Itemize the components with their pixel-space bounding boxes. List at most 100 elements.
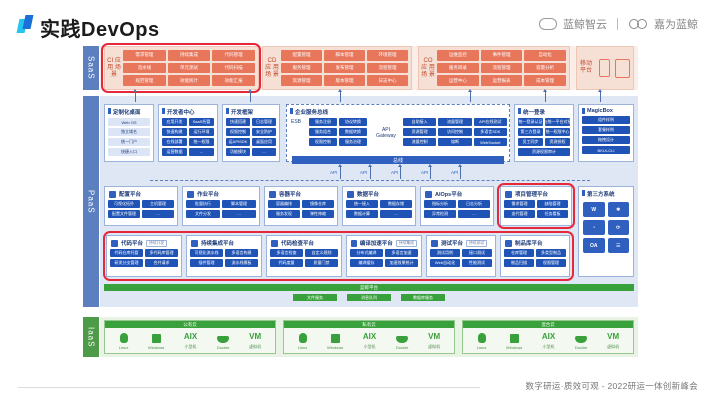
platform-item[interactable]: 质量门禁 bbox=[305, 259, 338, 267]
platform-item[interactable]: 迭代管理 bbox=[504, 210, 535, 218]
saas-item[interactable]: 规范管理 bbox=[123, 75, 166, 86]
gateway-item[interactable]: 流量管理 bbox=[438, 118, 472, 126]
saas-item[interactable]: 服务目录 bbox=[437, 62, 479, 74]
framework-item[interactable]: 功能模块 bbox=[226, 148, 250, 156]
devcenter-item[interactable]: 统一权限 bbox=[189, 138, 214, 146]
chat-icon[interactable]: ◔ bbox=[583, 220, 605, 235]
saas-item[interactable]: 流程管理 bbox=[480, 62, 523, 74]
saas-item[interactable]: 版本管理 bbox=[324, 75, 365, 86]
saas-item[interactable]: 单元测试 bbox=[167, 62, 211, 74]
platform-item[interactable]: 性能测试 bbox=[462, 259, 492, 267]
platform-item[interactable]: 数据存储 bbox=[380, 200, 412, 208]
esb-item[interactable]: 服务治理 bbox=[339, 138, 367, 146]
saas-item[interactable]: 运维监控 bbox=[437, 50, 479, 61]
magicbox-item[interactable]: 组件样例 bbox=[582, 116, 630, 124]
platform-item[interactable]: ··· bbox=[458, 210, 490, 218]
platform-item[interactable]: 代码仓库托管 bbox=[110, 249, 143, 257]
platform-item[interactable]: 指标分析 bbox=[424, 200, 456, 208]
platform-item[interactable]: 加速效果统计 bbox=[385, 259, 418, 267]
desktop-item[interactable]: 独立域名 bbox=[108, 128, 150, 136]
platform-item[interactable]: 多语言加速 bbox=[385, 249, 418, 257]
magicbox-item[interactable]: 拖拽设计 bbox=[582, 136, 630, 144]
platform-item[interactable]: 自定义规则 bbox=[305, 249, 338, 257]
platform-item[interactable]: 可视化流水线 bbox=[190, 249, 223, 257]
sync-icon[interactable]: ⟳ bbox=[607, 220, 629, 235]
platform-item[interactable]: 异常检测 bbox=[424, 210, 456, 218]
login-item[interactable]: 资源权限审计 bbox=[518, 148, 570, 156]
gateway-item[interactable]: API在线测试 bbox=[473, 118, 507, 126]
platform-item[interactable]: 研发分支管理 bbox=[110, 259, 143, 267]
saas-item[interactable]: 容量分析 bbox=[524, 62, 566, 74]
gateway-item[interactable]: 自助接入 bbox=[403, 118, 437, 126]
platform-item[interactable]: 代码度量 bbox=[270, 259, 303, 267]
platform-item[interactable]: Web自动化 bbox=[430, 259, 460, 267]
platform-item[interactable]: 插件管理 bbox=[190, 259, 223, 267]
word-icon[interactable]: W bbox=[583, 202, 605, 217]
platform-item[interactable]: ··· bbox=[142, 210, 174, 218]
platform-item[interactable]: ··· bbox=[222, 210, 256, 218]
saas-item[interactable]: 效能汇报 bbox=[212, 75, 255, 86]
esb-item[interactable]: 权限控制 bbox=[309, 138, 337, 146]
platform-item[interactable]: 数据计算 bbox=[346, 210, 378, 218]
framework-item[interactable]: 权限控制 bbox=[226, 128, 250, 136]
gateway-item[interactable]: 多语言SDK bbox=[473, 128, 507, 136]
saas-item[interactable]: 日志中心 bbox=[367, 75, 408, 86]
gateway-item[interactable]: 资源管理 bbox=[403, 128, 437, 136]
gateway-item[interactable]: 熔断 bbox=[438, 138, 472, 146]
login-item[interactable]: 与统一平台对接 bbox=[545, 118, 570, 126]
platform-item[interactable]: 缺陷管理 bbox=[537, 200, 568, 208]
platform-item[interactable]: 合并请求 bbox=[145, 259, 178, 267]
platform-item[interactable]: 编译缓存 bbox=[350, 259, 383, 267]
saas-item[interactable]: 脚本管理 bbox=[324, 50, 365, 61]
login-item[interactable]: 统一权限中心 bbox=[545, 128, 570, 136]
platform-item[interactable]: 服务发现 bbox=[268, 210, 300, 218]
devcenter-item[interactable]: 在线部署 bbox=[162, 138, 187, 146]
platform-item[interactable]: 接口测试 bbox=[462, 249, 492, 257]
platform-item[interactable]: 文件分发 bbox=[186, 210, 220, 218]
saas-item[interactable]: 自动化 bbox=[524, 50, 566, 61]
saas-item[interactable]: 代码管理 bbox=[212, 50, 255, 61]
login-item[interactable]: 第三方登录 bbox=[518, 128, 543, 136]
platform-item[interactable]: 可视化拓扑 bbox=[108, 200, 140, 208]
saas-item[interactable]: 事件管理 bbox=[480, 50, 523, 61]
framework-item[interactable]: 桌面应用 bbox=[252, 138, 276, 146]
platform-item[interactable]: 多类型制品 bbox=[536, 249, 566, 257]
platform-item[interactable]: 批量执行 bbox=[186, 200, 220, 208]
saas-item[interactable]: 配置管理 bbox=[281, 50, 322, 61]
devcenter-item[interactable]: 运营数据 bbox=[162, 148, 187, 156]
saas-item[interactable]: 运营报表 bbox=[480, 75, 523, 86]
platform-item[interactable]: 多语言构建 bbox=[225, 249, 258, 257]
devcenter-item[interactable]: 应用开发 bbox=[162, 118, 187, 126]
platform-item[interactable]: 日志分析 bbox=[458, 200, 490, 208]
platform-item[interactable]: 容器编排 bbox=[268, 200, 300, 208]
platform-item[interactable]: 仓库管理 bbox=[504, 249, 534, 257]
login-item[interactable]: 员工同步 bbox=[518, 138, 543, 146]
base-chip[interactable]: 数据库服务 bbox=[401, 294, 445, 301]
framework-item[interactable]: 快速搭建 bbox=[226, 118, 250, 126]
framework-item[interactable]: ··· bbox=[252, 148, 276, 156]
platform-item[interactable]: 主机管理 bbox=[142, 200, 174, 208]
esb-item[interactable]: 服务组合 bbox=[309, 128, 337, 136]
flower-icon[interactable]: ✱ bbox=[607, 202, 629, 217]
platform-item[interactable]: 统一接入 bbox=[346, 200, 378, 208]
menu-icon[interactable]: ☰ bbox=[607, 238, 629, 253]
saas-item[interactable]: 流程管理 bbox=[367, 62, 408, 74]
devcenter-item[interactable]: 快速构建 bbox=[162, 128, 187, 136]
devcenter-item[interactable]: SaaS托管 bbox=[189, 118, 214, 126]
desktop-item[interactable]: 统一门户 bbox=[108, 138, 150, 146]
framework-item[interactable]: 运APISDK bbox=[226, 138, 250, 146]
platform-item[interactable]: 测试用例 bbox=[430, 249, 460, 257]
login-item[interactable]: 统一登录认证 bbox=[518, 118, 543, 126]
esb-item[interactable]: 服务注册 bbox=[309, 118, 337, 126]
gateway-item[interactable]: 访问控制 bbox=[438, 128, 472, 136]
saas-item[interactable]: 环境管理 bbox=[367, 50, 408, 61]
framework-item[interactable]: 日志管理 bbox=[252, 118, 276, 126]
base-chip[interactable]: 消息队列 bbox=[347, 294, 391, 301]
saas-item[interactable]: 持续集成 bbox=[167, 50, 211, 61]
saas-item[interactable]: 成本管理 bbox=[524, 75, 566, 86]
esb-item[interactable]: 数据转换 bbox=[339, 128, 367, 136]
saas-item[interactable]: 资源管理 bbox=[281, 75, 322, 86]
platform-item[interactable]: 任务看板 bbox=[537, 210, 568, 218]
platform-item[interactable]: 制品扫描 bbox=[504, 259, 534, 267]
desktop-item[interactable]: 快捷入口 bbox=[108, 148, 150, 156]
